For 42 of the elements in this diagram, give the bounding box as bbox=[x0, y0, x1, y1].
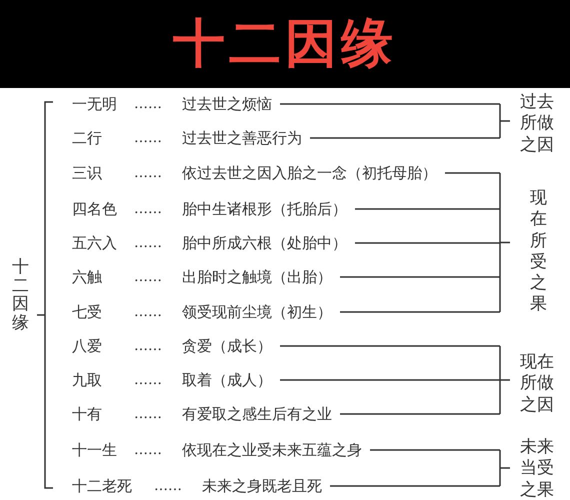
dotted-leader: …… bbox=[134, 371, 162, 390]
stage-name: 六触 bbox=[72, 267, 102, 287]
stage-name: 七受 bbox=[72, 302, 102, 322]
stage-name: 五六入 bbox=[72, 233, 117, 253]
stage-description: 过去世之烦恼 bbox=[182, 94, 272, 114]
stage-description: 出胎时之触境（出胎） bbox=[182, 267, 332, 287]
stage-name: 九取 bbox=[72, 370, 102, 390]
group-label: 未来当受之果 bbox=[520, 437, 555, 500]
stage-description: 取着（成人） bbox=[182, 370, 272, 390]
stage-description: 领受现前尘境（初生） bbox=[182, 302, 332, 322]
stage-name: 十有 bbox=[72, 404, 102, 424]
stage-description: 未来之身既老且死 bbox=[202, 476, 322, 496]
stage-name: 八爱 bbox=[72, 336, 102, 356]
stage-name: 十一生 bbox=[72, 440, 117, 460]
dotted-leader: …… bbox=[134, 129, 162, 148]
dotted-leader: …… bbox=[134, 234, 162, 253]
vertical-label: 十二因缘 bbox=[12, 258, 29, 333]
stage-name: 二行 bbox=[72, 128, 102, 148]
stage-description: 有爱取之感生后有之业 bbox=[182, 404, 332, 424]
dotted-leader: …… bbox=[134, 200, 162, 219]
dotted-leader: …… bbox=[134, 405, 162, 424]
stage-description: 胎中生诸根形（托胎后） bbox=[182, 199, 347, 219]
dotted-leader: …… bbox=[134, 303, 162, 322]
dotted-leader: …… bbox=[134, 268, 162, 287]
stage-name: 一无明 bbox=[72, 94, 117, 114]
stage-description: 贪爱（成长） bbox=[182, 336, 272, 356]
dotted-leader: …… bbox=[154, 477, 182, 496]
dotted-leader: …… bbox=[134, 441, 162, 460]
stage-name: 四名色 bbox=[72, 199, 117, 219]
stage-name: 十二老死 bbox=[72, 476, 132, 496]
title: 十二因缘 bbox=[173, 13, 397, 76]
stage-description: 依现在之业受未来五蕴之身 bbox=[182, 440, 362, 460]
dotted-leader: …… bbox=[134, 95, 162, 114]
stage-description: 胎中所成六根（处胎中） bbox=[182, 233, 347, 253]
stage-description: 过去世之善恶行为 bbox=[182, 128, 302, 148]
stage-name: 三识 bbox=[72, 163, 102, 183]
dotted-leader: …… bbox=[134, 164, 162, 183]
stage-description: 依过去世之因入胎之一念（初托母胎） bbox=[182, 163, 437, 183]
group-label: 过去所做之因 bbox=[520, 92, 555, 156]
dotted-leader: …… bbox=[134, 337, 162, 356]
group-label: 现在所做之因 bbox=[520, 352, 555, 416]
group-label: 现在所受之果 bbox=[530, 188, 548, 316]
